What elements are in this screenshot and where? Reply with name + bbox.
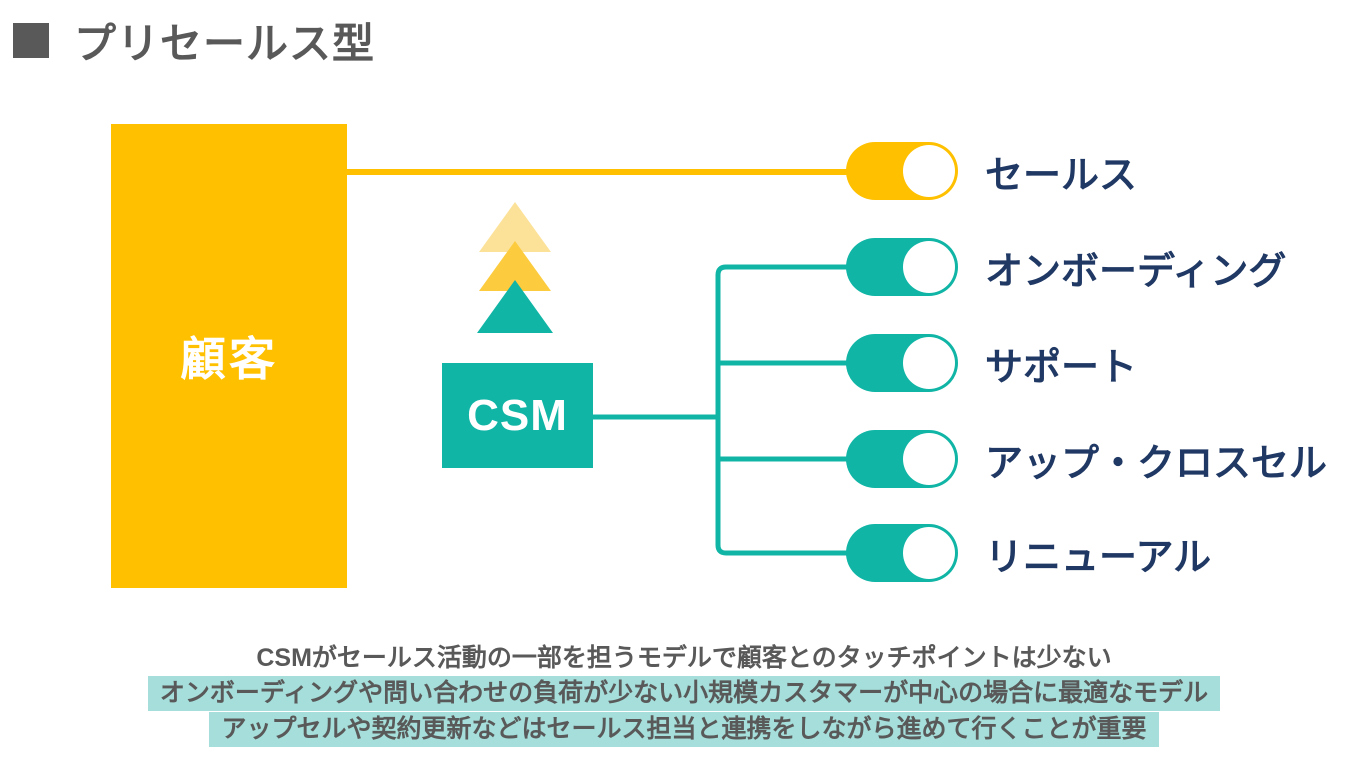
up-arrow-icon-light <box>479 202 551 252</box>
toggle-knob-icon <box>903 527 955 579</box>
toggle-pill-renewal <box>846 524 958 582</box>
toggle-knob-icon <box>903 241 955 293</box>
slide-title-text: プリセールス型 <box>74 20 376 67</box>
slide-title: プリセールス型 <box>13 10 375 71</box>
notes-block: CSMがセールス活動の一部を担うモデルで顧客とのタッチポイントは少ない オンボー… <box>0 642 1368 747</box>
toggle-pill-sales <box>846 142 958 200</box>
toggle-pill-upsell-cross-sell <box>846 430 958 488</box>
note-text: CSMがセールス活動の一部を担うモデルで顧客とのタッチポイントは少ない <box>256 644 1112 672</box>
toggle-pill-onboarding <box>846 238 958 296</box>
toggle-knob-icon <box>903 145 955 197</box>
customer-box: 顧客 <box>111 124 347 588</box>
row-label-upsell-cross-sell: アップ・クロスセル <box>985 442 1328 485</box>
note-line-3: アップセルや契約更新などはセールス担当と連携をしながら進めて行くことが重要 <box>209 712 1159 747</box>
csm-box: CSM <box>442 363 593 468</box>
note-text-highlighted: オンボーディングや問い合わせの負荷が少ない小規模カスタマーが中心の場合に最適なモ… <box>147 676 1221 711</box>
csm-branch-trunk-line <box>715 264 852 556</box>
toggle-knob-icon <box>903 337 955 389</box>
row-label-sales: セールス <box>985 154 1138 197</box>
up-arrow-icon-teal <box>477 280 553 333</box>
note-text-highlighted: アップセルや契約更新などはセールス担当と連携をしながら進めて行くことが重要 <box>209 712 1159 747</box>
row-label-support: サポート <box>985 346 1138 389</box>
csm-label: CSM <box>467 390 568 440</box>
toggle-knob-icon <box>903 433 955 485</box>
row-label-onboarding: オンボーディング <box>985 250 1287 293</box>
row-label-renewal: リニューアル <box>985 536 1212 579</box>
toggle-pill-support <box>846 334 958 392</box>
title-bullet-square-icon <box>13 23 49 58</box>
note-line-1: CSMがセールス活動の一部を担うモデルで顧客とのタッチポイントは少ない <box>256 642 1111 675</box>
customer-label: 顧客 <box>180 333 278 385</box>
note-line-2: オンボーディングや問い合わせの負荷が少ない小規模カスタマーが中心の場合に最適なモ… <box>147 676 1221 711</box>
up-arrow-icon-mid <box>479 241 551 291</box>
